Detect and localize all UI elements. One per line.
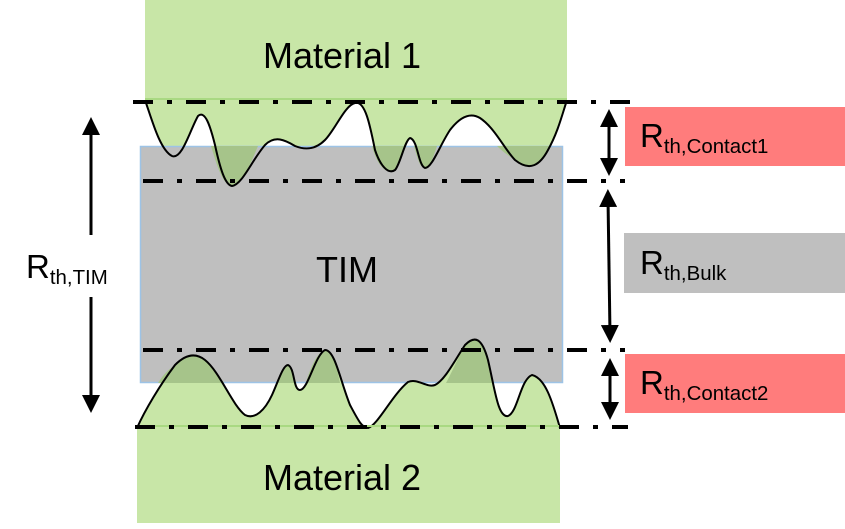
material1-block	[145, 0, 567, 100]
contact1-box: Rth,Contact1	[625, 107, 845, 166]
material2-label: Material 2	[263, 457, 422, 498]
material2-profile-line	[136, 338, 561, 430]
bulk-arrow	[599, 189, 619, 343]
material1-overlap-region	[211, 146, 550, 186]
rth-bulk-label: Rth,Bulk	[640, 244, 726, 283]
rth-contact2-sub: th,Contact2	[663, 381, 769, 405]
rth-bulk-sub: th,Bulk	[663, 261, 727, 285]
rth-tim-label: Rth,TIM	[26, 248, 108, 287]
material1-profile-line	[144, 99, 568, 188]
material2-rough-surface	[137, 339, 560, 428]
tim-label: TIM	[316, 249, 378, 290]
rth-contact2-label: Rth,Contact2	[640, 364, 768, 403]
rth-tim-main: R	[26, 248, 50, 285]
material1-label: Material 1	[263, 35, 422, 76]
material2-overlap-region	[158, 339, 492, 383]
rth-contact1-sub: th,Contact1	[663, 134, 769, 158]
bulk-box: Rth,Bulk	[624, 233, 845, 293]
material2-block	[137, 428, 560, 523]
rth-bulk-main: R	[640, 244, 664, 281]
rth-contact1-label: Rth,Contact1	[640, 117, 768, 156]
rth-tim-sub: th,TIM	[49, 265, 108, 289]
rth-contact1-main: R	[640, 117, 664, 154]
rth-contact2-main: R	[640, 364, 664, 401]
tim-block	[139, 145, 564, 384]
contact2-box: Rth,Contact2	[625, 354, 845, 413]
